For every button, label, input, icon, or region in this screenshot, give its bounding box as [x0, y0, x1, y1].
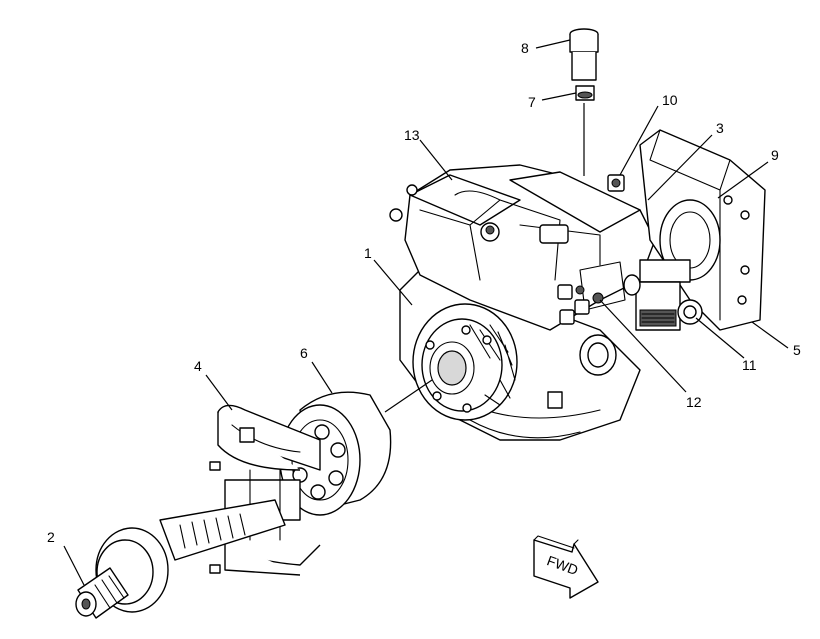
callout-12: 12 — [686, 394, 702, 410]
input-shaft — [75, 499, 286, 619]
callout-6: 6 — [300, 345, 308, 361]
callout-labels: 1 2 3 4 5 6 7 8 9 10 11 12 13 — [47, 40, 801, 545]
leader-lines — [63, 39, 789, 586]
pump-housing — [399, 261, 641, 441]
plug-and-fitting — [569, 28, 625, 192]
callout-7: 7 — [528, 94, 536, 110]
callout-10: 10 — [662, 92, 678, 108]
callout-8: 8 — [521, 40, 529, 56]
callout-1: 1 — [364, 245, 372, 261]
callout-2: 2 — [47, 529, 55, 545]
callout-4: 4 — [194, 358, 202, 374]
callout-11: 11 — [742, 357, 757, 373]
callout-9: 9 — [771, 147, 779, 163]
callout-5: 5 — [793, 342, 801, 358]
callout-13: 13 — [404, 127, 420, 143]
solenoid-valve — [623, 259, 703, 331]
valve-body — [389, 164, 656, 331]
forward-direction-arrow: FWD — [533, 535, 599, 599]
callout-3: 3 — [716, 120, 724, 136]
